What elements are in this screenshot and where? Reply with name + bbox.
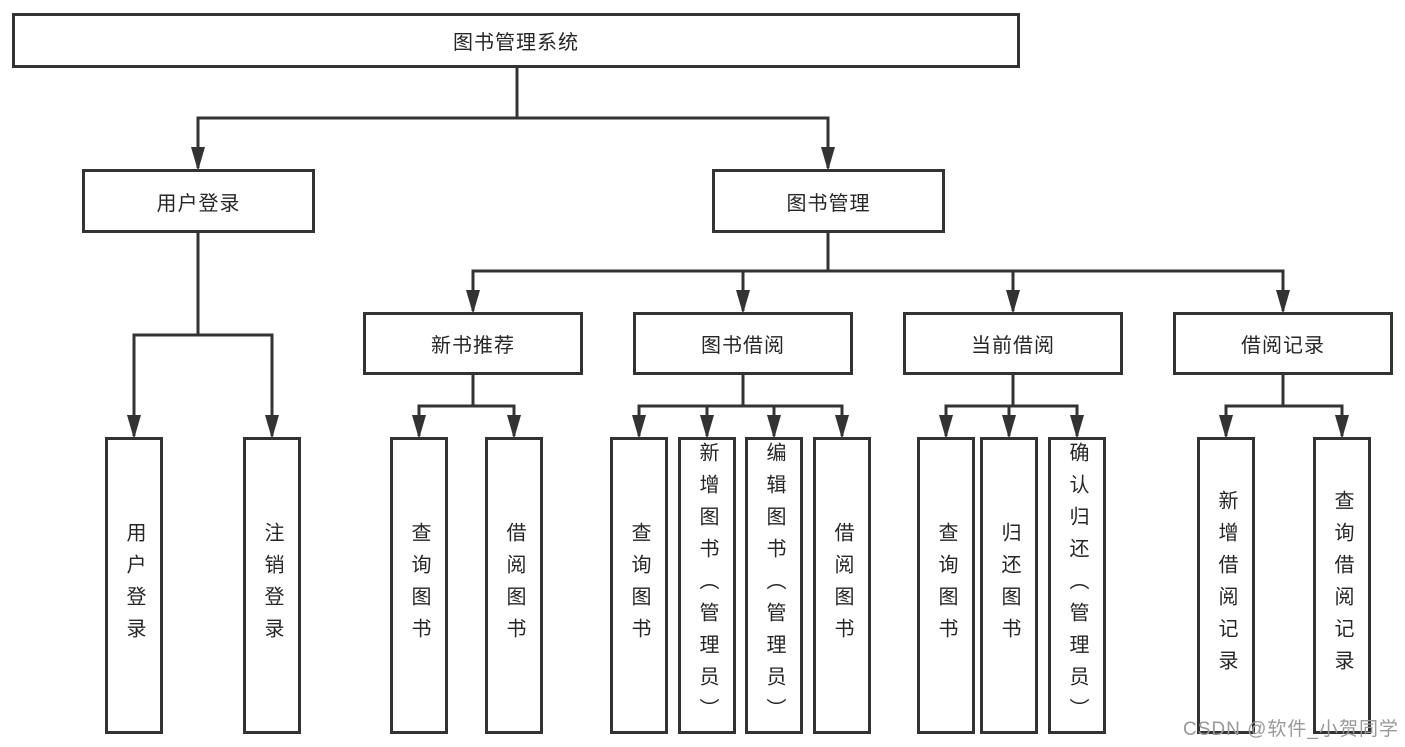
leaf-query-books-recommend-label: 查询图书 — [408, 521, 430, 650]
node-book-borrowing-label: 图书借阅 — [701, 335, 785, 357]
leaf-borrow-books-label: 借阅图书 — [831, 521, 853, 650]
node-current-borrowing: 当前借阅 — [903, 312, 1123, 375]
leaf-borrow-books-recommend: 借阅图书 — [485, 437, 543, 734]
leaf-add-borrow-record: 新增借阅记录 — [1197, 437, 1255, 734]
leaf-query-borrow-record: 查询借阅记录 — [1313, 437, 1371, 734]
node-library-management-system-label: 图书管理系统 — [453, 32, 579, 54]
leaf-add-borrow-record-label: 新增借阅记录 — [1215, 489, 1237, 682]
leaf-borrow-books-recommend-label: 借阅图书 — [503, 521, 525, 650]
node-current-borrowing-label: 当前借阅 — [971, 335, 1055, 357]
leaf-logout-label: 注销登录 — [261, 521, 283, 650]
node-borrowing-records: 借阅记录 — [1173, 312, 1393, 375]
leaf-add-books-admin: 新增图书（管理员） — [678, 437, 736, 734]
node-new-book-recommend-label: 新书推荐 — [431, 335, 515, 357]
leaf-return-books: 归还图书 — [980, 437, 1038, 734]
leaf-add-books-admin-label: 新增图书（管理员） — [696, 441, 718, 730]
leaf-return-books-label: 归还图书 — [998, 521, 1020, 650]
arrow-heads — [127, 147, 1349, 439]
node-book-management-label: 图书管理 — [786, 192, 871, 215]
leaf-query-borrow-record-label: 查询借阅记录 — [1331, 489, 1353, 682]
leaf-query-books-current-label: 查询图书 — [935, 521, 957, 650]
node-borrowing-records-label: 借阅记录 — [1241, 335, 1325, 357]
leaf-user-login: 用户登录 — [105, 437, 163, 734]
node-book-management: 图书管理 — [712, 169, 945, 233]
leaf-user-login-label: 用户登录 — [123, 521, 145, 650]
leaf-query-books-borrowing: 查询图书 — [610, 437, 668, 734]
node-user-login-label: 用户登录 — [156, 192, 241, 215]
node-user-login: 用户登录 — [82, 169, 315, 233]
leaf-edit-books-admin-label: 编辑图书（管理员） — [763, 441, 785, 730]
leaf-confirm-return-admin: 确认归还（管理员） — [1048, 437, 1106, 734]
leaf-logout: 注销登录 — [243, 437, 301, 734]
leaf-query-books-recommend: 查询图书 — [390, 437, 448, 734]
node-new-book-recommend: 新书推荐 — [363, 312, 583, 375]
connector-strokes — [132, 67, 1344, 436]
node-book-borrowing: 图书借阅 — [633, 312, 853, 375]
leaf-confirm-return-admin-label: 确认归还（管理员） — [1066, 441, 1088, 730]
node-library-management-system: 图书管理系统 — [12, 13, 1020, 68]
leaf-query-books-borrowing-label: 查询图书 — [628, 521, 650, 650]
leaf-edit-books-admin: 编辑图书（管理员） — [745, 437, 803, 734]
leaf-borrow-books: 借阅图书 — [813, 437, 871, 734]
leaf-query-books-current: 查询图书 — [917, 437, 975, 734]
watermark: CSDN @软件_小贺同学 — [1183, 719, 1399, 740]
